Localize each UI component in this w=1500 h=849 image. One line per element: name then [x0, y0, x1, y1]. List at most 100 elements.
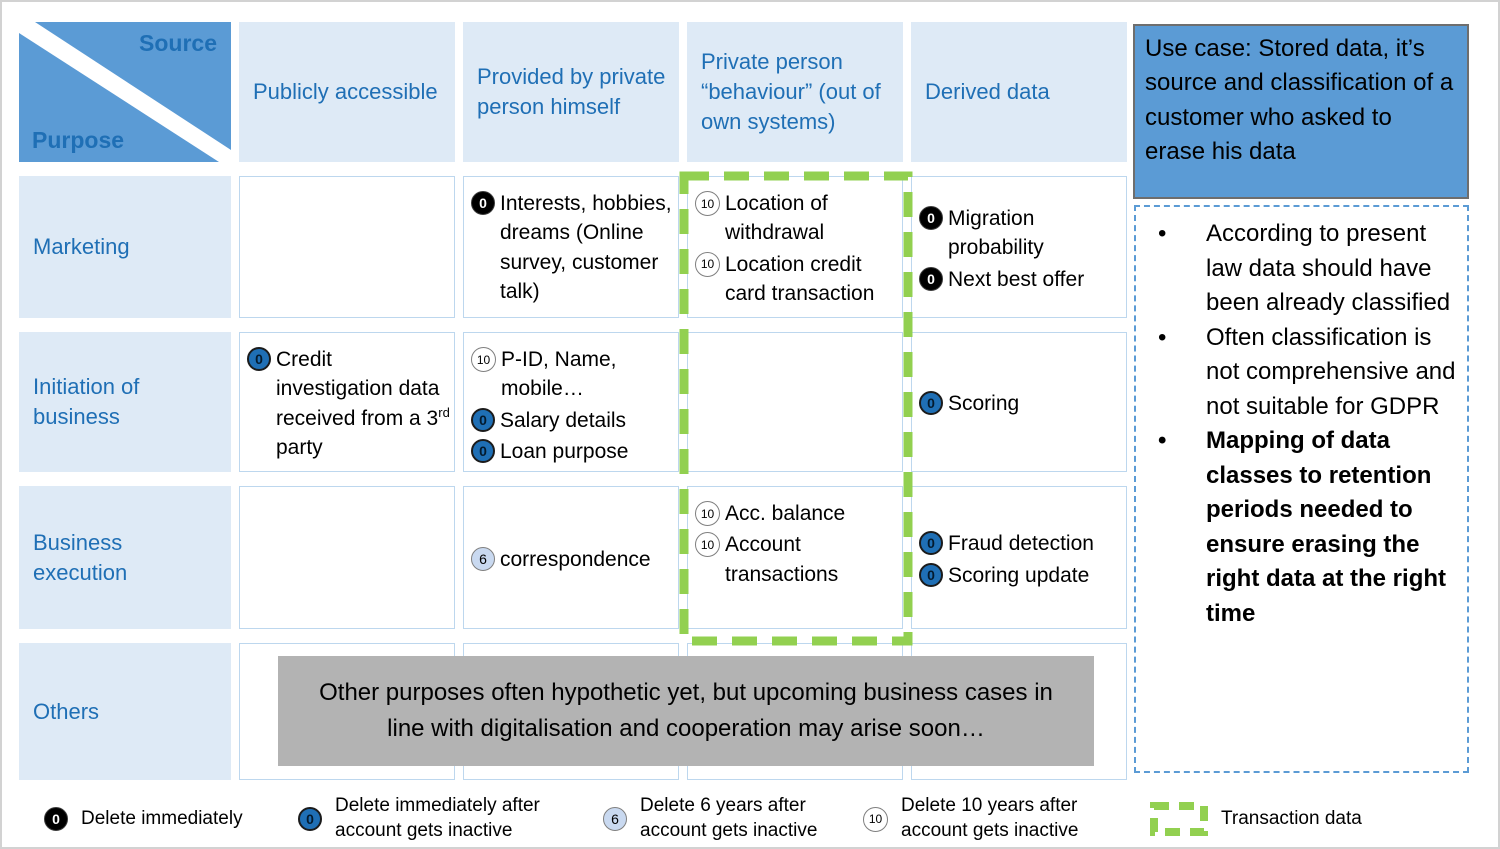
cell-item-text: Loan purpose — [500, 440, 629, 464]
bullet-text: Often classification is not comprehensiv… — [1206, 323, 1456, 420]
row-header-label: Marketing — [33, 234, 130, 260]
diagonal-split-icon — [19, 22, 231, 162]
legend-item-2: 0 Delete immediately after account gets i… — [298, 791, 570, 847]
matrix-cell — [239, 176, 455, 318]
corner-purpose-label: Purpose — [32, 127, 125, 153]
bullet-item: • Often classification is not comprehensi… — [1144, 321, 1461, 425]
row-header-4: Others — [19, 643, 231, 780]
column-header-label: Private person “behaviour” (out of own s… — [701, 49, 881, 134]
notes-bullet-box: • According to present law data should ha… — [1134, 205, 1469, 773]
badge-inact0-icon: 0 — [471, 407, 495, 432]
badge-inact0-icon: 0 — [919, 531, 943, 556]
column-header-1: Publicly accessible — [239, 22, 455, 162]
bullet-icon: • — [1158, 427, 1167, 455]
column-header-2: Provided by private person himself — [463, 22, 679, 162]
legend-label: Delete 6 years after account gets inacti… — [640, 795, 818, 841]
badge-inact0-icon: 0 — [247, 347, 271, 371]
cell-item-text: correspondence — [500, 547, 651, 571]
transaction-data-swatch-icon — [1150, 802, 1208, 836]
cell-item-text: Next best offer — [948, 267, 1085, 291]
bullet-item: • According to present law data should ha… — [1144, 217, 1461, 321]
column-header-label: Provided by private person himself — [477, 64, 666, 119]
cell-item-text: Interests, hobbies, dreams (Online surve… — [500, 192, 672, 304]
badge-y10-icon: 10 — [695, 501, 720, 526]
column-header-3: Private person “behaviour” (out of own s… — [687, 22, 903, 162]
legend-item-3: 6 Delete 6 years after account gets inact… — [603, 791, 845, 847]
badge-inact0-icon: 0 — [919, 391, 943, 416]
cell-item-text: Credit investigation data received from … — [276, 348, 450, 460]
bullet-item: • Mapping of data classes to retention pe… — [1144, 424, 1461, 631]
badge-y10-icon: 10 — [471, 347, 496, 372]
matrix-cell — [687, 332, 903, 472]
legend-item-5: Transaction data — [1150, 791, 1362, 847]
others-note-box: Other purposes often hypothetic yet, but… — [278, 656, 1094, 766]
use-case-box: Use case: Stored data, it’s source and c… — [1133, 24, 1469, 199]
legend-item-4: 10 Delete 10 years after account gets ina… — [863, 791, 1111, 847]
legend-label: Delete immediately — [81, 807, 243, 829]
badge-inact0-icon: 0 — [919, 562, 943, 587]
bullet-text: Mapping of data classes to retention per… — [1206, 427, 1446, 628]
bullet-text: According to present law data should hav… — [1206, 220, 1451, 317]
badge-y10-icon: 10 — [695, 532, 720, 558]
row-header-2: Initiation of business — [19, 332, 231, 472]
cell-item-text: Migration probability — [948, 206, 1044, 260]
cell-item-text: P-ID, Name, mobile… — [501, 348, 617, 401]
bullet-icon: • — [1158, 220, 1167, 247]
badge-inact0-icon: 0 — [298, 807, 322, 831]
legend-label: Transaction data — [1221, 807, 1362, 829]
cell-item-text: Acc. balance — [725, 502, 846, 525]
badge-del0-icon: 0 — [44, 807, 68, 831]
legend-label: Delete 10 years after account gets inact… — [901, 795, 1079, 841]
row-header-3: Business execution — [19, 486, 231, 629]
row-header-label: Others — [33, 698, 100, 724]
corner-source-label: Source — [139, 30, 217, 56]
row-header-1: Marketing — [19, 176, 231, 318]
badge-y10-icon: 10 — [863, 806, 888, 832]
cell-item-text: Salary details — [500, 408, 627, 432]
cell-item-text: Fraud detection — [948, 532, 1094, 556]
badge-del0-icon: 0 — [471, 191, 495, 215]
badge-del0-icon: 0 — [919, 266, 943, 291]
row-header-label: Initiation of business — [33, 374, 140, 429]
cell-item-text: Scoring — [948, 392, 1020, 416]
badge-inact0-icon: 0 — [471, 439, 495, 464]
legend-item-1: 0 Delete immediately — [44, 791, 243, 847]
cell-item-text: Scoring update — [948, 563, 1090, 587]
badge-y10-icon: 10 — [695, 251, 720, 277]
cell-item-text: Account transactions — [725, 533, 839, 586]
bullet-icon: • — [1158, 323, 1167, 351]
matrix-corner-cell: Source Purpose — [19, 22, 231, 162]
column-header-label: Publicly accessible — [253, 79, 438, 105]
badge-y6-icon: 6 — [603, 807, 627, 831]
column-header-4: Derived data — [911, 22, 1127, 162]
badge-del0-icon: 0 — [919, 205, 943, 230]
column-header-label: Derived data — [925, 79, 1050, 105]
cell-item-text: Location credit card transaction — [725, 252, 875, 306]
badge-y10-icon: 10 — [695, 191, 720, 216]
legend-label: Delete immediately after account gets in… — [335, 795, 540, 841]
badge-y6-icon: 6 — [471, 546, 495, 571]
matrix-cell — [239, 486, 455, 629]
row-header-label: Business execution — [33, 529, 128, 585]
